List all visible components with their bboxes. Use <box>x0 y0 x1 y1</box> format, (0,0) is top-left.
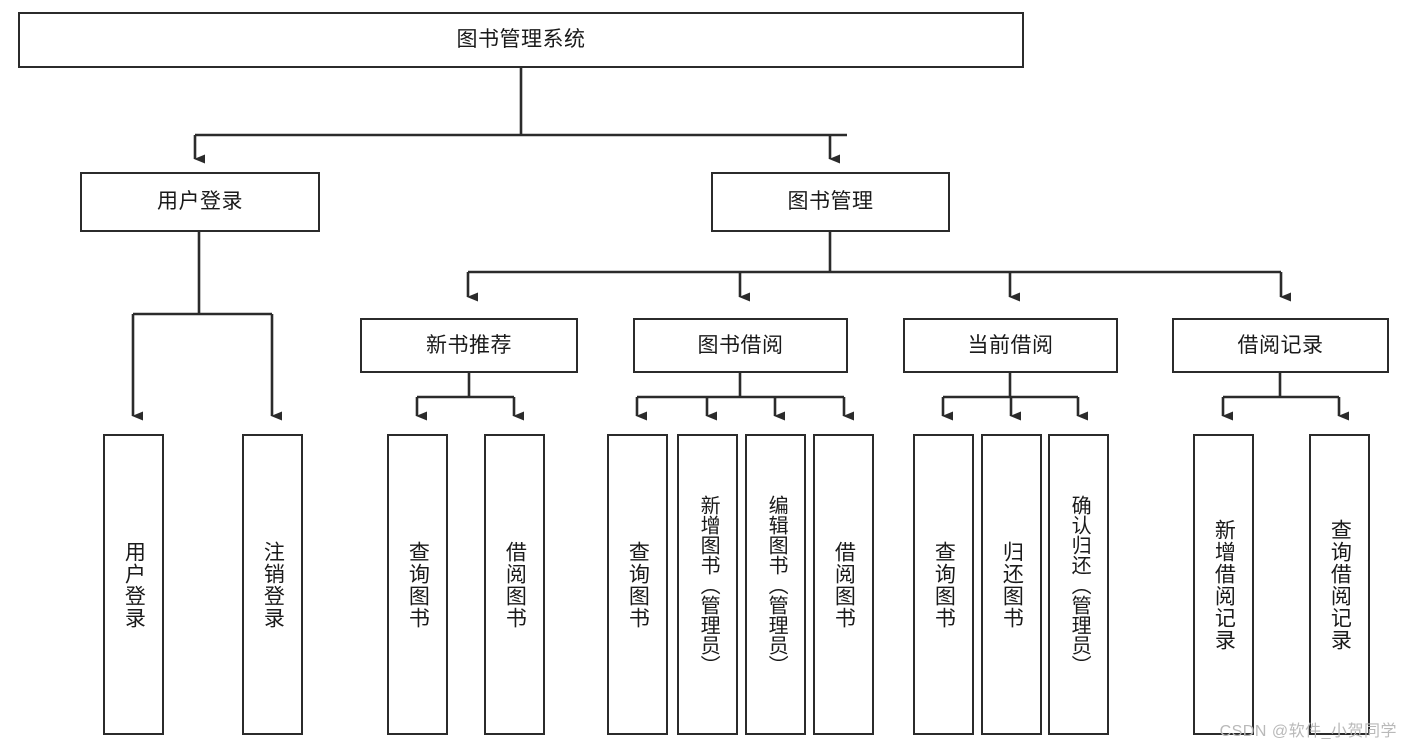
leaf-record-query-record[interactable]: 查询借阅记录 <box>1309 434 1370 735</box>
leaf-borrow-add-book-admin[interactable]: 新增图书（管理员） <box>677 434 738 735</box>
leaf-new-book-borrow[interactable]: 借阅图书 <box>484 434 545 735</box>
leaf-borrow-query-book[interactable]: 查询图书 <box>607 434 668 735</box>
node-label: 借阅图书 <box>832 540 856 629</box>
node-user-login[interactable]: 用户登录 <box>80 172 320 232</box>
leaf-current-confirm-return-admin[interactable]: 确认归还（管理员） <box>1048 434 1109 735</box>
leaf-borrow-edit-book-admin[interactable]: 编辑图书（管理员） <box>745 434 806 735</box>
node-label: 新书推荐 <box>426 333 512 357</box>
node-label: 查询图书 <box>626 540 650 629</box>
node-borrow-record[interactable]: 借阅记录 <box>1172 318 1389 373</box>
node-label: 用户登录 <box>122 540 146 629</box>
node-label: 确认归还（管理员） <box>1068 494 1091 675</box>
node-book-borrow[interactable]: 图书借阅 <box>633 318 848 373</box>
node-label: 新增图书（管理员） <box>697 494 720 675</box>
leaf-current-query-book[interactable]: 查询图书 <box>913 434 974 735</box>
node-book-management[interactable]: 图书管理 <box>711 172 950 232</box>
node-label: 图书借阅 <box>697 333 784 357</box>
node-label: 查询图书 <box>932 540 956 629</box>
node-label: 归还图书 <box>1000 540 1024 629</box>
node-label: 当前借阅 <box>967 333 1054 357</box>
node-label: 图书管理 <box>787 190 874 214</box>
leaf-user-login-login[interactable]: 用户登录 <box>103 434 164 735</box>
node-label: 查询图书 <box>406 540 430 629</box>
node-new-book-recommend[interactable]: 新书推荐 <box>360 318 578 373</box>
node-book-management-system[interactable]: 图书管理系统 <box>18 12 1024 68</box>
node-label: 新增借阅记录 <box>1212 518 1236 651</box>
leaf-new-book-query[interactable]: 查询图书 <box>387 434 448 735</box>
node-label: 编辑图书（管理员） <box>765 494 788 675</box>
leaf-user-login-logout[interactable]: 注销登录 <box>242 434 303 735</box>
node-current-borrow[interactable]: 当前借阅 <box>903 318 1118 373</box>
node-label: 用户登录 <box>157 190 243 214</box>
node-label: 查询借阅记录 <box>1328 518 1352 651</box>
node-label: 图书管理系统 <box>456 28 586 52</box>
leaf-borrow-borrow-book[interactable]: 借阅图书 <box>813 434 874 735</box>
leaf-record-add-record[interactable]: 新增借阅记录 <box>1193 434 1254 735</box>
leaf-current-return-book[interactable]: 归还图书 <box>981 434 1042 735</box>
node-label: 借阅记录 <box>1237 333 1324 357</box>
node-label: 注销登录 <box>261 540 285 629</box>
node-label: 借阅图书 <box>503 540 527 629</box>
